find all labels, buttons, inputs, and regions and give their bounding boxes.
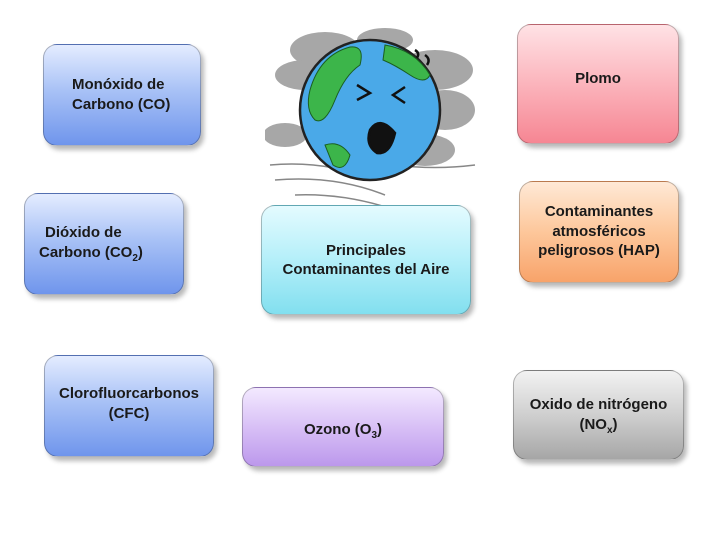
node-main-pollutants: Principales Contaminantes del Aire bbox=[261, 205, 471, 315]
node-lead-label: Plomo bbox=[575, 70, 621, 87]
node-hap: Contaminantes atmosféricos peligrosos (H… bbox=[519, 181, 679, 283]
node-ozone-label: Ozono (O3) bbox=[303, 421, 383, 441]
node-main-pollutants-line1: Principales bbox=[325, 241, 407, 259]
node-lead: Plomo bbox=[517, 24, 679, 144]
node-nitrogen-oxide-line2: (NOx) bbox=[579, 415, 618, 436]
node-cfc-line2: (CFC) bbox=[108, 404, 150, 422]
node-cfc: Clorofluorcarbonos (CFC) bbox=[44, 355, 214, 457]
node-nitrogen-oxide: Oxido de nitrógeno (NOx) bbox=[513, 370, 684, 460]
node-carbon-monoxide-line2: Carbono (CO) bbox=[72, 95, 171, 113]
node-ozone: Ozono (O3) bbox=[242, 387, 444, 467]
node-hap-line3: peligrosos (HAP) bbox=[538, 242, 660, 259]
node-hap-line2: atmosféricos bbox=[552, 222, 646, 240]
node-nitrogen-oxide-line1: Oxido de nitrógeno bbox=[529, 396, 668, 413]
node-carbon-dioxide-line1: Dióxido de bbox=[45, 224, 122, 242]
node-main-pollutants-line2: Contaminantes del Aire bbox=[282, 261, 450, 278]
node-hap-line1: Contaminantes bbox=[544, 203, 654, 220]
node-carbon-monoxide: Monóxido de Carbono (CO) bbox=[43, 44, 201, 146]
node-cfc-line1: Clorofluorcarbonos bbox=[58, 385, 199, 402]
node-carbon-dioxide: Dióxido de Carbono (CO2) bbox=[24, 193, 184, 295]
node-carbon-dioxide-line2: Carbono (CO2) bbox=[39, 243, 143, 264]
earth-continents bbox=[307, 44, 431, 168]
earth-face bbox=[356, 48, 430, 155]
sick-earth-smog-icon bbox=[265, 28, 476, 211]
node-carbon-monoxide-line1: Monóxido de bbox=[72, 76, 165, 93]
